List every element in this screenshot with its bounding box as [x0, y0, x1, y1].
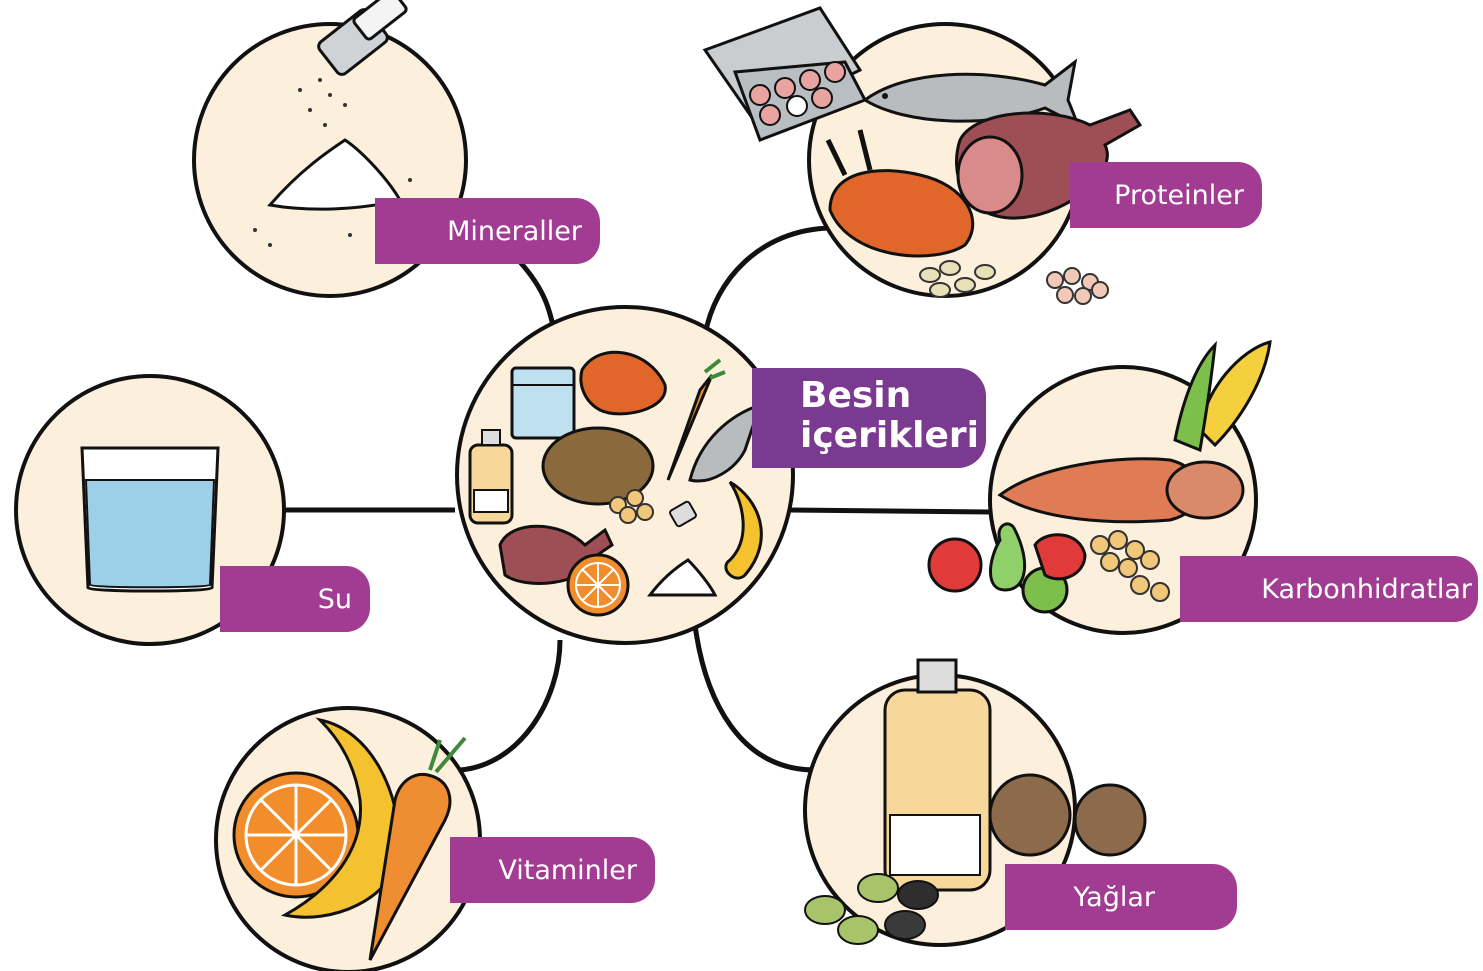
corn-icon: [1175, 342, 1270, 450]
label-water: Su: [220, 566, 370, 632]
vitamins-node: [216, 708, 480, 971]
connector-proteins: [705, 228, 830, 335]
oil-bottle-icon: [885, 660, 990, 890]
label-vitamins: Vitaminler: [450, 837, 655, 903]
connector-fats: [695, 625, 815, 770]
apple-icon: [929, 539, 981, 591]
label-minerals: Mineraller: [375, 198, 600, 264]
label-proteins: Proteinler: [1070, 162, 1262, 228]
center-label-line1: Besin: [800, 376, 986, 416]
chickpeas-icon: [1047, 268, 1108, 304]
oil-bottle-icon: [470, 430, 512, 523]
center-node: [457, 307, 793, 643]
connector-carbs: [790, 510, 990, 512]
orange-slice-icon: [568, 555, 628, 615]
connector-vitamins: [460, 640, 560, 770]
center-label: Besin içerikleri: [752, 368, 986, 468]
label-carbs: Karbonhidratlar: [1180, 556, 1478, 622]
center-label-line2: içerikleri: [800, 416, 986, 456]
glass-of-water-icon: [82, 448, 218, 591]
label-fats: Yağlar: [1005, 864, 1237, 930]
glass-of-water-icon: [512, 368, 574, 438]
proteins-node: [705, 8, 1140, 304]
